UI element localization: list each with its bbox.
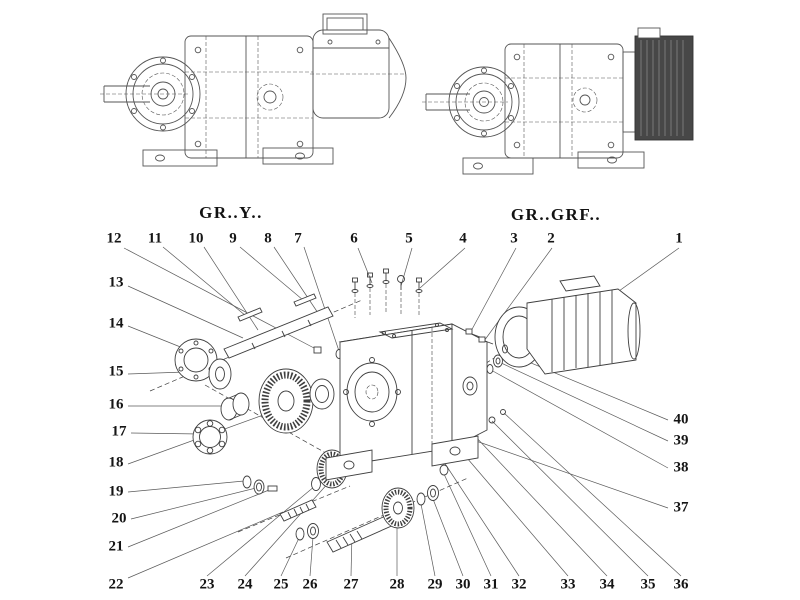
overview-gr-y [100,13,407,167]
callout-28: 28 [389,576,405,593]
callout-17: 17 [111,423,127,440]
callout-25: 25 [273,576,289,593]
callout-16: 16 [108,396,124,413]
callout-26: 26 [302,576,318,593]
callout-14: 14 [108,315,124,332]
callout-23: 23 [199,576,215,593]
callout-22: 22 [108,576,124,593]
callout-31: 31 [483,576,499,593]
callout-9: 9 [229,230,237,247]
callout-24: 24 [237,576,253,593]
overview-gr-grf [422,27,694,175]
input-shaft-assembly [223,293,343,359]
housing-bolts [351,268,423,318]
callout-35: 35 [640,576,656,593]
callout-7: 7 [294,230,302,247]
callout-39: 39 [673,432,689,449]
callout-4: 4 [459,230,467,247]
callout-12: 12 [106,230,122,247]
callout-19: 19 [108,483,124,500]
label-gr-y: GR..Y.. [199,203,263,222]
callout-6: 6 [350,230,358,247]
callout-21: 21 [108,538,124,555]
gear-housing [325,322,506,481]
callout-13: 13 [108,274,124,291]
callout-27: 27 [343,576,359,593]
callout-10: 10 [188,230,204,247]
grf-fan-cover [634,27,694,141]
callout-3: 3 [510,230,518,247]
callout-8: 8 [264,230,272,247]
callout-32: 32 [511,576,527,593]
callout-40: 40 [673,411,689,428]
callout-15: 15 [108,363,124,380]
callout-30: 30 [455,576,471,593]
motor [494,275,641,375]
label-gr-grf: GR..GRF.. [510,205,602,224]
output-shaft-assembly [295,464,449,553]
callout-37: 37 [673,499,689,516]
callout-29: 29 [427,576,443,593]
large-gear [258,368,335,434]
callout-20: 20 [111,510,127,527]
callout-18: 18 [108,454,124,471]
callout-36: 36 [673,576,689,593]
callout-38: 38 [673,459,689,476]
callout-5: 5 [405,230,413,247]
leader-lines [123,246,682,579]
callout-34: 34 [599,576,615,593]
callout-1: 1 [675,230,683,247]
callout-2: 2 [547,230,555,247]
exploded-view [149,268,641,559]
bearing-cover-stack [174,338,250,455]
callout-11: 11 [147,230,163,247]
callout-33: 33 [560,576,576,593]
